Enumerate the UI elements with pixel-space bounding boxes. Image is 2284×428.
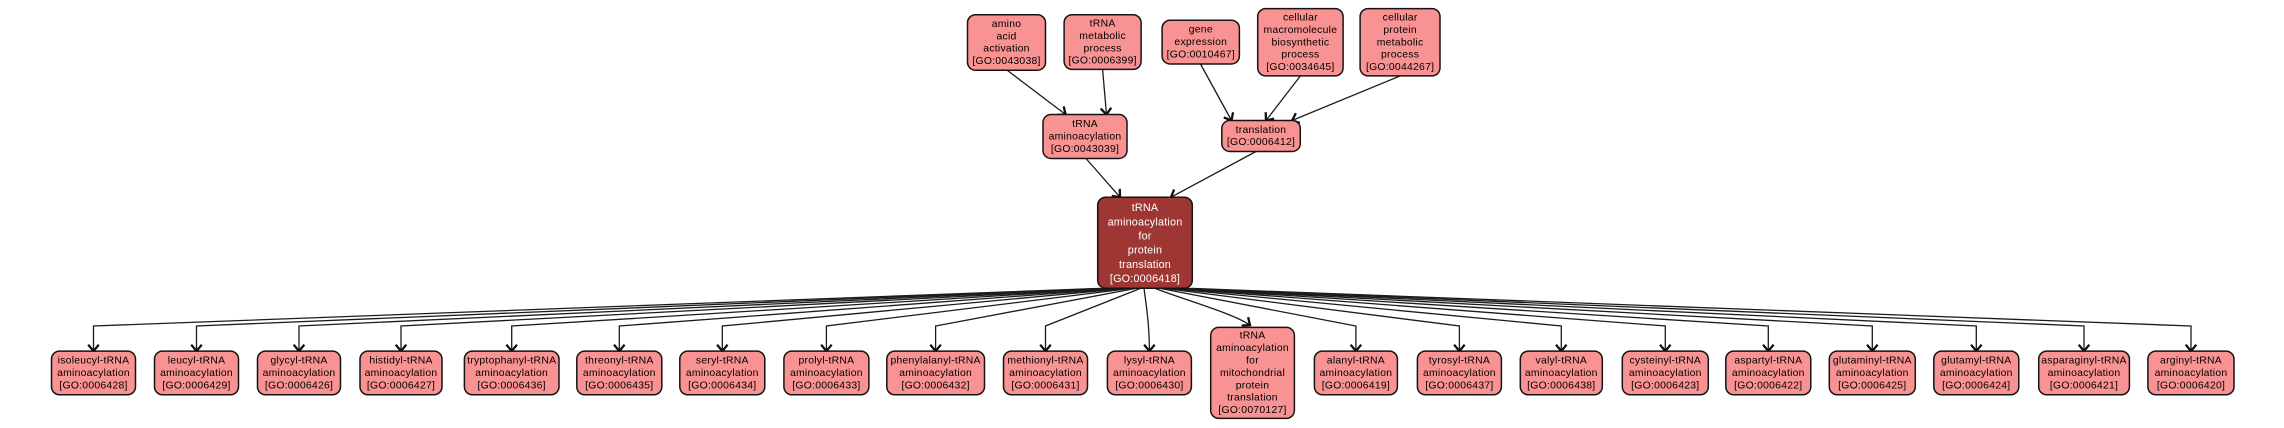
svg-text:aminoacylation: aminoacylation [2048,368,2121,379]
svg-text:aminoacylation: aminoacylation [899,368,972,379]
svg-text:biosynthetic: biosynthetic [1271,37,1329,48]
svg-text:prolyl-tRNA: prolyl-tRNA [798,356,854,367]
svg-text:cellular: cellular [1283,12,1318,23]
svg-text:aminoacylation: aminoacylation [1319,368,1392,379]
svg-text:translation: translation [1236,125,1287,136]
svg-text:aminoacylation: aminoacylation [1216,343,1289,354]
svg-text:aminoacylation: aminoacylation [790,368,863,379]
svg-text:[GO:0006433]: [GO:0006433] [792,380,860,391]
svg-text:metabolic: metabolic [1079,31,1126,42]
svg-text:aminoacylation: aminoacylation [57,368,130,379]
svg-text:histidyl-tRNA: histidyl-tRNA [369,356,432,367]
svg-text:aminoacylation: aminoacylation [1940,368,2013,379]
svg-text:glycyl-tRNA: glycyl-tRNA [270,356,327,367]
svg-text:aminoacylation: aminoacylation [1423,368,1496,379]
svg-text:aminoacylation: aminoacylation [365,368,438,379]
svg-text:aminoacylation: aminoacylation [475,368,548,379]
svg-text:[GO:0034645]: [GO:0034645] [1266,62,1334,73]
svg-text:cysteinyl-tRNA: cysteinyl-tRNA [1629,356,1701,367]
svg-text:[GO:0006423]: [GO:0006423] [1631,380,1699,391]
svg-text:[GO:0006428]: [GO:0006428] [59,380,127,391]
svg-text:[GO:0006424]: [GO:0006424] [1942,380,2010,391]
svg-text:phenylalanyl-tRNA: phenylalanyl-tRNA [890,356,980,367]
svg-text:gene: gene [1189,25,1213,36]
svg-text:tRNA: tRNA [1240,331,1266,342]
svg-text:protein: protein [1236,380,1270,391]
svg-text:isoleucyl-tRNA: isoleucyl-tRNA [58,356,130,367]
svg-text:translation: translation [1227,393,1278,404]
svg-text:[GO:0010467]: [GO:0010467] [1167,50,1235,61]
svg-text:[GO:0006438]: [GO:0006438] [1527,380,1595,391]
svg-text:[GO:0006431]: [GO:0006431] [1011,380,1079,391]
svg-text:tRNA: tRNA [1132,202,1159,214]
svg-text:process: process [1381,50,1419,61]
svg-text:glutamyl-tRNA: glutamyl-tRNA [1941,356,2011,367]
svg-text:tryptophanyl-tRNA: tryptophanyl-tRNA [467,356,556,367]
svg-text:threonyl-tRNA: threonyl-tRNA [585,356,654,367]
svg-text:[GO:0006425]: [GO:0006425] [1838,380,1906,391]
svg-text:aminoacylation: aminoacylation [1629,368,1702,379]
svg-text:[GO:0006432]: [GO:0006432] [901,380,969,391]
svg-text:for: for [1246,356,1259,367]
svg-text:[GO:0006421]: [GO:0006421] [2050,380,2118,391]
svg-text:activation: activation [983,44,1029,55]
svg-text:aminoacylation: aminoacylation [1108,216,1183,228]
svg-text:aminoacylation: aminoacylation [2155,368,2228,379]
svg-text:protein: protein [1383,25,1417,36]
svg-text:aminoacylation: aminoacylation [1732,368,1805,379]
svg-text:aminoacylation: aminoacylation [1113,368,1186,379]
svg-text:[GO:0006420]: [GO:0006420] [2157,380,2225,391]
svg-text:aminoacylation: aminoacylation [1525,368,1598,379]
svg-text:translation: translation [1119,259,1171,271]
svg-text:leucyl-tRNA: leucyl-tRNA [168,356,226,367]
svg-text:[GO:0006419]: [GO:0006419] [1322,380,1390,391]
svg-text:lysyl-tRNA: lysyl-tRNA [1124,356,1175,367]
svg-text:[GO:0006437]: [GO:0006437] [1425,380,1493,391]
svg-text:protein: protein [1128,245,1162,257]
svg-text:tRNA: tRNA [1072,119,1098,130]
svg-text:[GO:0044267]: [GO:0044267] [1366,62,1434,73]
svg-text:[GO:0070127]: [GO:0070127] [1218,405,1286,416]
svg-text:aminoacylation: aminoacylation [1049,132,1122,143]
svg-text:[GO:0006436]: [GO:0006436] [478,380,546,391]
svg-text:asparaginyl-tRNA: asparaginyl-tRNA [2041,356,2126,367]
svg-text:aminoacylation: aminoacylation [686,368,759,379]
svg-text:[GO:0006434]: [GO:0006434] [688,380,756,391]
svg-text:[GO:0006426]: [GO:0006426] [265,380,333,391]
svg-text:[GO:0006430]: [GO:0006430] [1115,380,1183,391]
svg-text:expression: expression [1174,37,1227,48]
svg-text:methionyl-tRNA: methionyl-tRNA [1007,356,1083,367]
svg-text:aminoacylation: aminoacylation [1009,368,1082,379]
svg-text:[GO:0006427]: [GO:0006427] [367,380,435,391]
svg-text:macromolecule: macromolecule [1264,25,1338,36]
svg-text:aminoacylation: aminoacylation [1836,368,1909,379]
svg-text:metabolic: metabolic [1377,37,1424,48]
svg-text:[GO:0006422]: [GO:0006422] [1734,380,1802,391]
svg-text:amino: amino [992,19,1022,30]
svg-text:aminoacylation: aminoacylation [263,368,336,379]
svg-text:arginyl-tRNA: arginyl-tRNA [2160,356,2222,367]
svg-text:[GO:0006435]: [GO:0006435] [585,380,653,391]
svg-text:[GO:0043039]: [GO:0043039] [1051,144,1119,155]
svg-text:tRNA: tRNA [1090,18,1116,29]
svg-text:tyrosyl-tRNA: tyrosyl-tRNA [1429,356,1490,367]
svg-text:acid: acid [996,31,1016,42]
svg-text:alanyl-tRNA: alanyl-tRNA [1327,356,1385,367]
svg-text:[GO:0043038]: [GO:0043038] [972,56,1040,67]
svg-text:glutaminyl-tRNA: glutaminyl-tRNA [1833,356,1912,367]
svg-text:mitochondrial: mitochondrial [1220,368,1285,379]
svg-text:aminoacylation: aminoacylation [160,368,233,379]
svg-text:seryl-tRNA: seryl-tRNA [696,356,749,367]
svg-text:aspartyl-tRNA: aspartyl-tRNA [1734,356,1802,367]
svg-text:[GO:0006429]: [GO:0006429] [162,380,230,391]
svg-text:for: for [1138,231,1151,243]
svg-text:process: process [1084,43,1122,54]
svg-text:process: process [1281,50,1319,61]
svg-text:aminoacylation: aminoacylation [583,368,656,379]
svg-text:[GO:0006412]: [GO:0006412] [1227,137,1295,148]
svg-text:[GO:0006418]: [GO:0006418] [1110,273,1180,285]
svg-text:cellular: cellular [1383,12,1418,23]
svg-text:valyl-tRNA: valyl-tRNA [1536,356,1588,367]
svg-text:[GO:0006399]: [GO:0006399] [1068,56,1136,67]
